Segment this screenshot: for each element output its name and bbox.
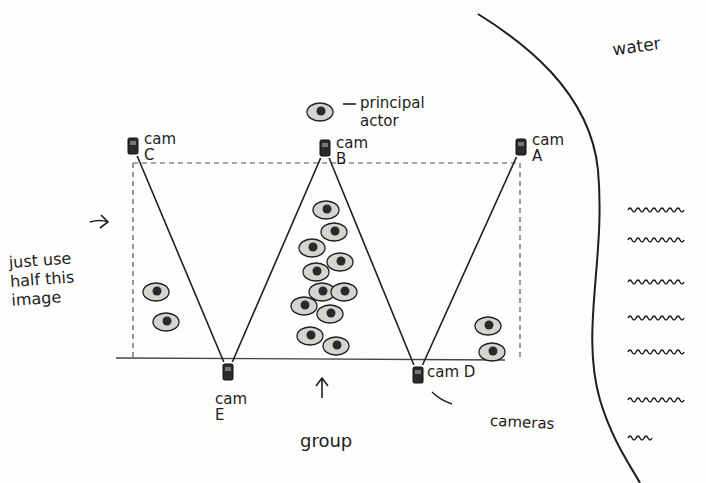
sightline-connector xyxy=(232,158,320,362)
camera-label: cam D xyxy=(427,365,487,381)
person-figure xyxy=(475,317,501,335)
camera-label: cam B xyxy=(336,136,370,168)
wave-stroke xyxy=(628,398,684,402)
person-figure xyxy=(297,327,323,345)
cameras-leader xyxy=(432,392,452,404)
person-figure xyxy=(299,239,325,257)
camera-node: cam C xyxy=(126,136,140,156)
person-figure xyxy=(153,313,179,331)
person-figure xyxy=(307,103,333,121)
person-figure xyxy=(291,297,317,315)
person-figure xyxy=(321,223,347,241)
wave-stroke xyxy=(628,316,684,320)
camera-icon xyxy=(318,138,332,158)
camera-node: cam E xyxy=(221,362,235,382)
camera-label: cam A xyxy=(532,133,566,165)
note-arrow xyxy=(90,215,108,228)
sightline-connector xyxy=(137,156,224,362)
person-figure xyxy=(323,337,349,355)
water-waves xyxy=(628,208,684,440)
water-label: water xyxy=(611,29,693,60)
person-figure xyxy=(303,263,329,281)
camera-node: cam B xyxy=(318,138,332,158)
people-figures xyxy=(143,103,505,361)
wave-stroke xyxy=(628,280,684,284)
cameras-label: cameras xyxy=(490,412,581,435)
frame-baseline xyxy=(116,358,505,360)
camera-node: cam D xyxy=(411,365,425,385)
person-figure xyxy=(331,283,357,301)
person-figure xyxy=(479,343,505,361)
camera-label: cam C xyxy=(144,132,178,164)
camera-icon xyxy=(126,136,140,156)
person-figure xyxy=(313,201,339,219)
person-figure xyxy=(143,283,169,301)
group-label: group xyxy=(300,430,380,452)
person-figure xyxy=(327,253,353,271)
sightline-connector xyxy=(329,158,414,365)
shoreline xyxy=(478,14,640,483)
sightline-connector xyxy=(423,157,517,365)
camera-icon xyxy=(514,137,528,157)
group-arrow xyxy=(316,378,328,398)
camera-label: cam E xyxy=(215,392,259,424)
person-figure xyxy=(317,305,343,323)
wave-stroke xyxy=(628,436,652,440)
actor-note: principal actor xyxy=(360,94,460,130)
actor-leader xyxy=(343,103,356,105)
wave-stroke xyxy=(628,208,684,212)
camera-icon xyxy=(411,365,425,385)
wave-stroke xyxy=(628,238,684,242)
camera-icon xyxy=(221,362,235,382)
side-note: just use half this image xyxy=(8,247,96,310)
camera-node: cam A xyxy=(514,137,528,157)
wave-stroke xyxy=(628,350,684,354)
frame-dashed xyxy=(133,163,520,358)
